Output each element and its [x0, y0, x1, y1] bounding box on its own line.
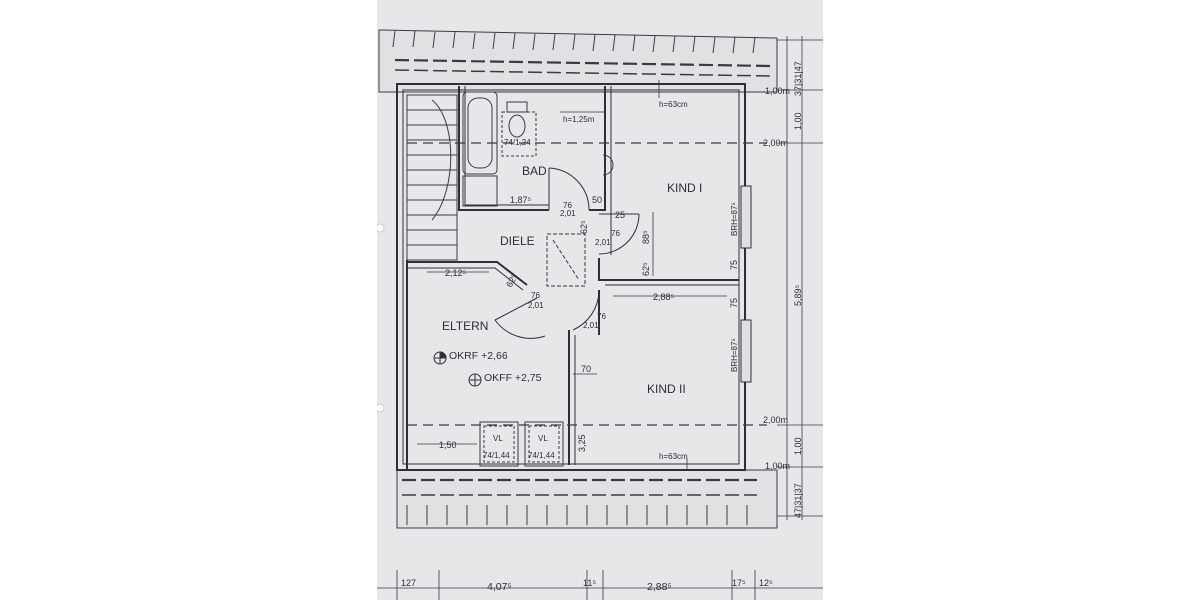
dim-88-5: 88⁵ [641, 230, 651, 244]
level-lines [407, 142, 767, 426]
plan-sheet: BAD KIND I DIELE ELTERN KIND II OKRF +2,… [377, 0, 823, 600]
kind2-door-w: 76 [597, 312, 606, 321]
right-100-top: 1,00 [793, 112, 803, 130]
velux2-size: 74/1,44 [528, 451, 555, 460]
velux1-label: VL [493, 434, 503, 443]
level-markers [433, 351, 482, 387]
bottom-175: 17⁵ [732, 578, 746, 588]
door-eltern [494, 297, 546, 339]
dim-bad-50: 50 [592, 195, 602, 205]
right-windows [740, 185, 752, 383]
dim-62-5-eltern: 62⁵ [504, 272, 520, 289]
bathtub [462, 91, 498, 175]
dim-25: 25 [615, 210, 625, 220]
binder-holes [377, 223, 385, 413]
bad-window-size: 74/1,24 [504, 138, 531, 147]
bottom-125: 12⁵ [759, 578, 773, 588]
bottom-height: h=63cm [659, 452, 688, 461]
sink [602, 154, 614, 176]
bottom-4075: 4,07⁵ [487, 581, 512, 593]
door-bad [548, 167, 590, 211]
bad-door-w: 76 [563, 201, 572, 210]
dim-eltern-bottom: 1,50 [439, 440, 457, 450]
top-height: h=63cm [659, 100, 688, 109]
dim-62-5a: 62⁵ [579, 220, 589, 234]
door-kind2 [572, 291, 600, 335]
eltern-door-h: 2,01 [528, 301, 544, 310]
dim-eltern-top: 2,12⁵ [445, 268, 467, 278]
roof-hatch-bottom [396, 469, 778, 529]
bottom-115: 11⁵ [583, 578, 596, 588]
brh-upper: BRH=87⁵ [730, 202, 739, 236]
dim-75a: 75 [729, 260, 739, 270]
dim-3-25: 3,25 [577, 434, 587, 452]
bottom-dim-chain [377, 570, 823, 600]
level-100-bottom: 1,00m [765, 461, 790, 471]
toilet [501, 101, 537, 157]
level-200-bottom: 2,00m [763, 415, 788, 425]
right-total: 5,89⁵ [793, 284, 803, 306]
velux1-size: 74/1,44 [483, 451, 510, 460]
bottom-2885: 2,88⁵ [647, 581, 672, 593]
dim-62-5b: 62⁵ [641, 262, 651, 276]
right-dim-chain [777, 36, 823, 520]
right-100-bottom: 1,00 [793, 437, 803, 455]
bad-height: h=1,25m [563, 115, 595, 124]
dim-bad-width: 1,87⁵ [510, 195, 532, 205]
dim-kind2-top: 2,88⁵ [653, 292, 675, 302]
room-kind2: KIND II [647, 382, 686, 396]
outer-walls [396, 83, 746, 471]
room-eltern: ELTERN [442, 319, 488, 333]
right-bottom-stack: 47|31|37 [793, 483, 803, 518]
door-kind1 [598, 213, 640, 255]
right-top-stack: 37|31|47 [793, 61, 803, 96]
kind2-door-h: 2,01 [583, 321, 599, 330]
velux2-label: VL [538, 434, 548, 443]
room-kind1: KIND I [667, 181, 702, 195]
room-diele: DIELE [500, 234, 535, 248]
roof-hatch-top [378, 29, 778, 93]
dim-lines [417, 80, 727, 470]
kind1-door-h: 2,01 [595, 238, 611, 247]
level-100-top: 1,00m [765, 86, 790, 96]
dim-75b: 75 [729, 298, 739, 308]
okrf-level: OKRF +2,66 [449, 350, 508, 362]
diele-skylight [546, 233, 586, 287]
room-bad: BAD [522, 164, 547, 178]
level-200-top: 2,00m [763, 138, 788, 148]
brh-lower: BRH=87⁵ [730, 338, 739, 372]
shower-tray [462, 175, 498, 207]
velux-windows [479, 421, 564, 467]
staircase [406, 94, 458, 261]
floor-plan: BAD KIND I DIELE ELTERN KIND II OKRF +2,… [377, 29, 823, 600]
kind1-door-w: 76 [611, 229, 620, 238]
bad-door-h: 2,01 [560, 209, 576, 218]
dim-70: 70 [581, 364, 591, 374]
bottom-127: 127 [401, 578, 416, 588]
eltern-door-w: 76 [531, 291, 540, 300]
okff-level: OKFF +2,75 [484, 372, 542, 384]
